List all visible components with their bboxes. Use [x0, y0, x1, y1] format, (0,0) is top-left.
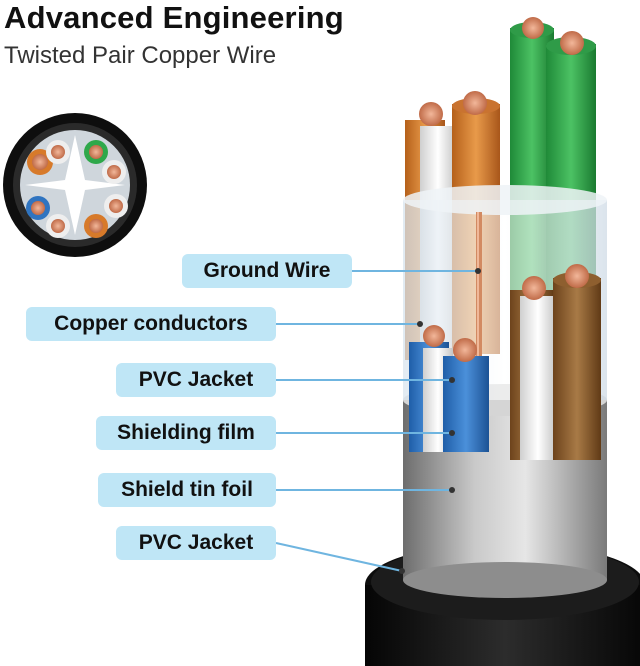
label-pvc-jacket-outer: PVC Jacket [116, 526, 276, 560]
label-shielding-film: Shielding film [96, 416, 276, 450]
brown-pair [510, 264, 601, 460]
cable-cross-section [3, 113, 147, 257]
label-pvc-jacket-inner: PVC Jacket [116, 363, 276, 397]
label-shield-tin-foil: Shield tin foil [98, 473, 276, 507]
label-copper-conductors: Copper conductors [26, 307, 276, 341]
page-title: Advanced Engineering [4, 0, 344, 35]
page-subtitle: Twisted Pair Copper Wire [4, 42, 277, 69]
ground-wire [476, 212, 482, 442]
label-ground-wire: Ground Wire [182, 254, 352, 288]
leader-dots [399, 268, 481, 574]
leader-lines [275, 270, 478, 572]
